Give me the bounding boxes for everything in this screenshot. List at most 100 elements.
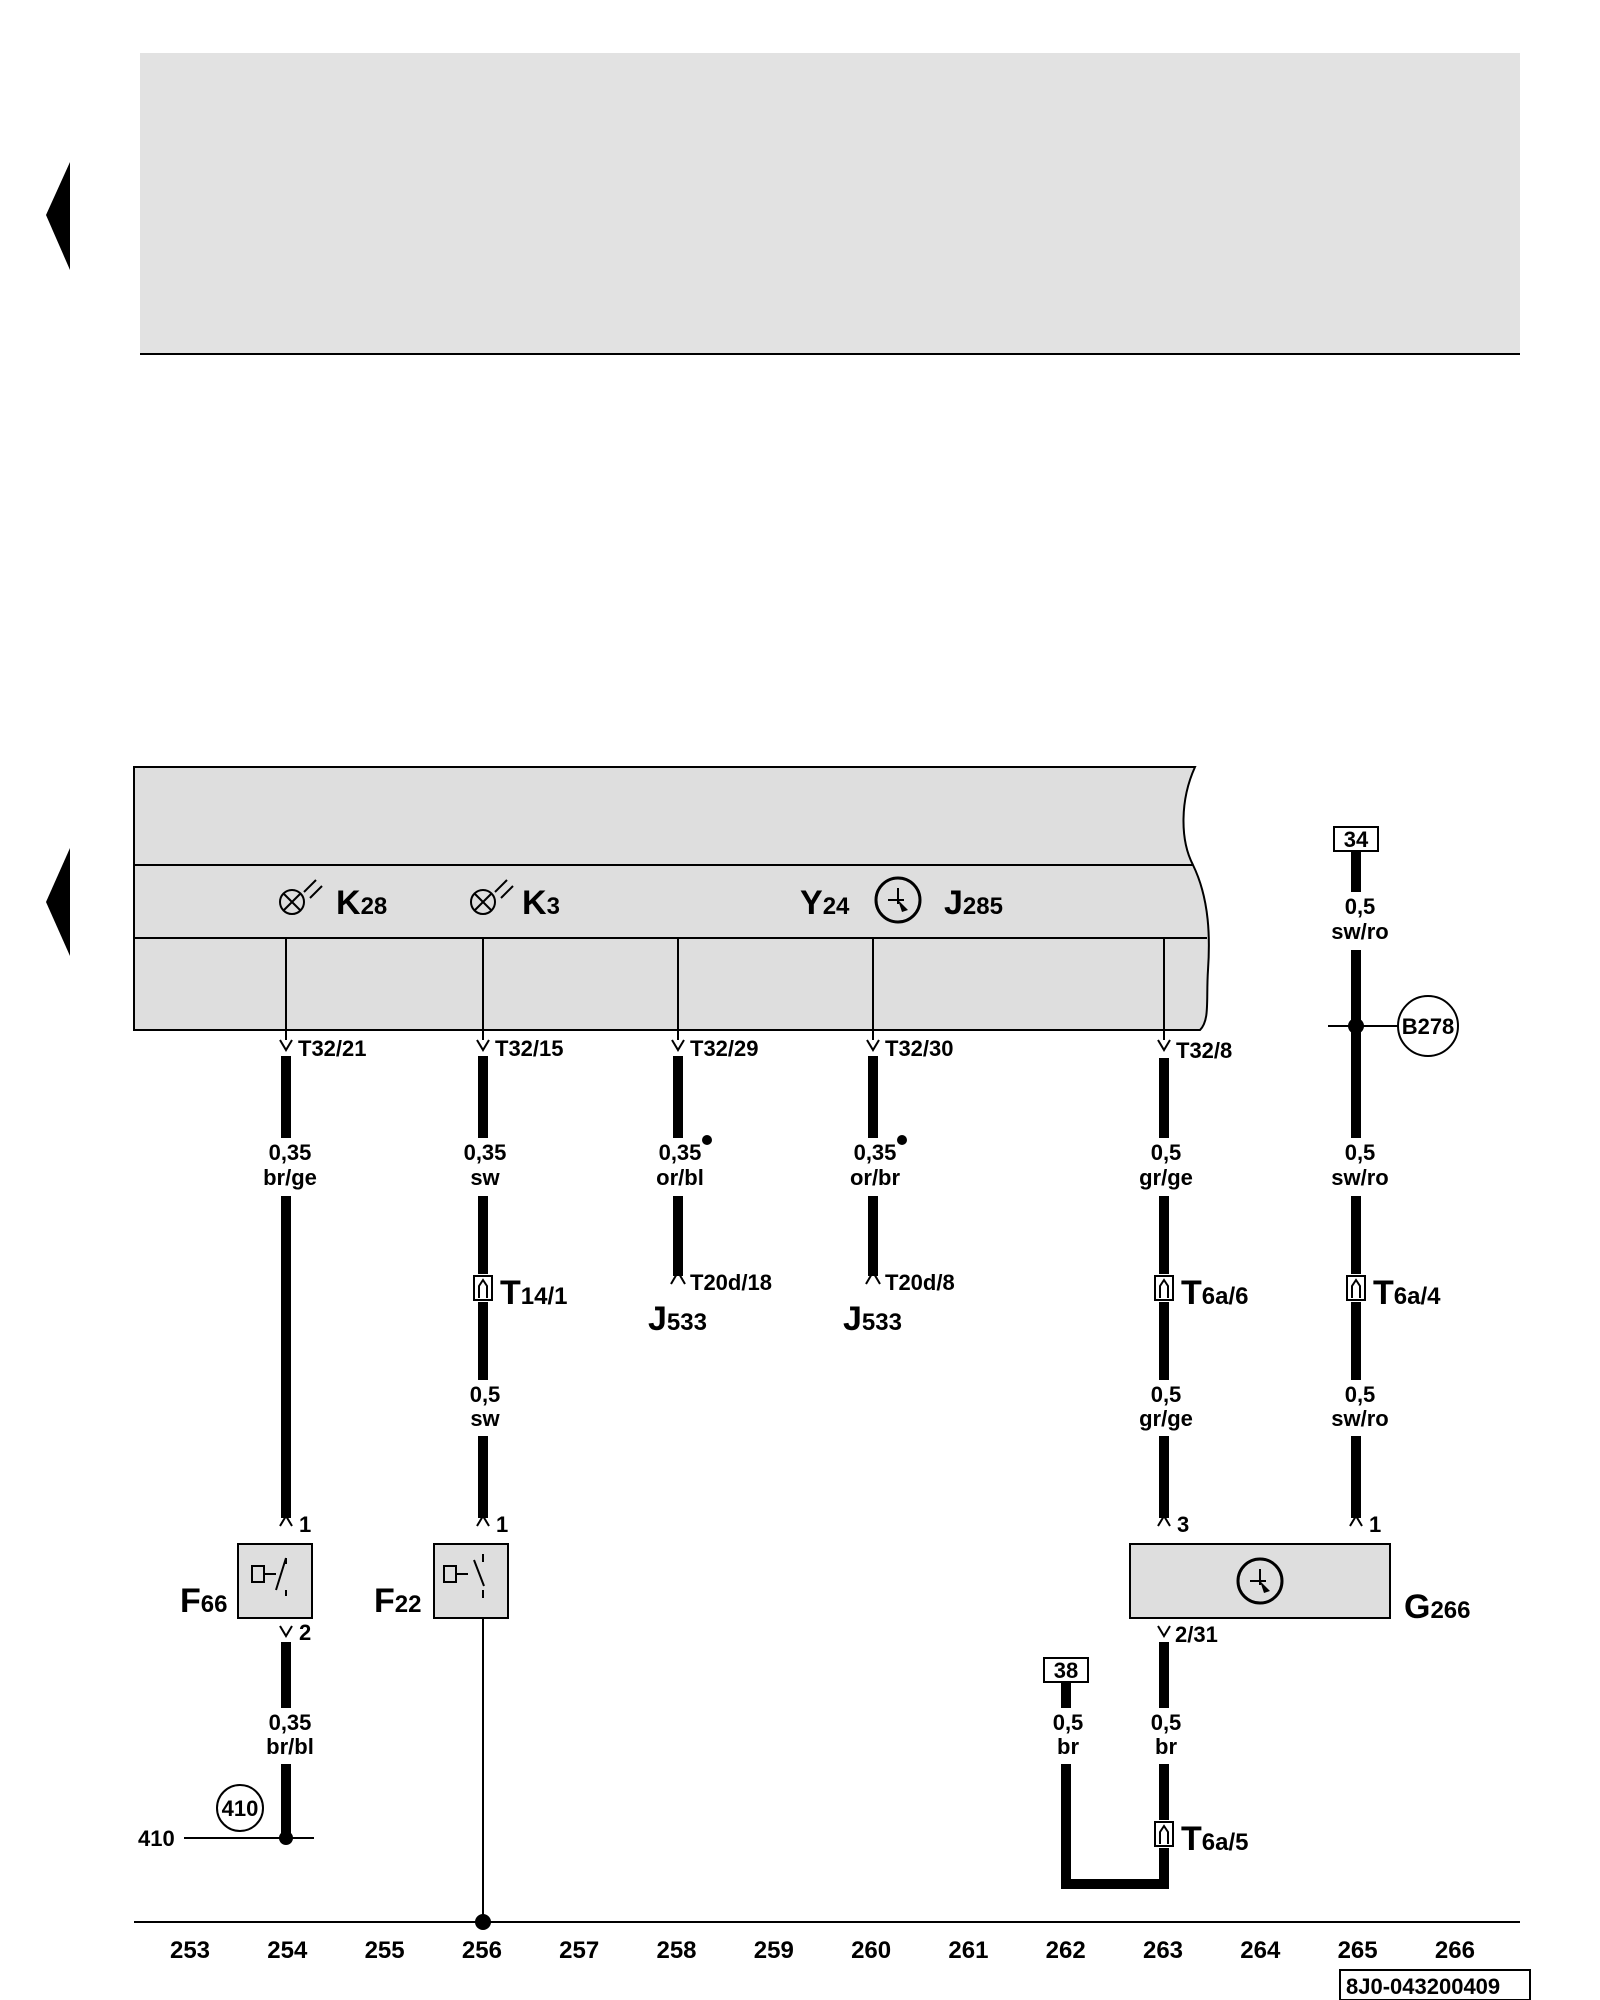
wire-color: sw/ro bbox=[1331, 919, 1388, 944]
wire-size: 0,5 bbox=[1151, 1140, 1182, 1165]
gauge-icon bbox=[1236, 1557, 1284, 1605]
column-number: 266 bbox=[1435, 1937, 1475, 1964]
connector-t32-21: T32/21 bbox=[298, 1036, 367, 1061]
g266-pin2-31: 2/31 bbox=[1175, 1622, 1218, 1647]
connector-arrow bbox=[1157, 1625, 1171, 1638]
column-number-row: 253 254 255 256 257 258 259 260 261 262 263 264 265 2… bbox=[170, 1937, 1475, 1964]
j533-label: J533 bbox=[648, 1300, 707, 1338]
wire-size: 0,35 bbox=[464, 1140, 507, 1165]
column-number: 258 bbox=[656, 1937, 696, 1964]
column-number: 257 bbox=[559, 1937, 599, 1964]
wire-color: br bbox=[1155, 1734, 1177, 1759]
document-id-box bbox=[1339, 1969, 1531, 2000]
connector-t32-15: T32/15 bbox=[495, 1036, 564, 1061]
ref-box-38-label: 38 bbox=[1054, 1658, 1078, 1683]
connector-arrow bbox=[279, 1625, 293, 1638]
wire-color: br bbox=[1057, 1734, 1079, 1759]
wire-color: sw/ro bbox=[1331, 1165, 1388, 1190]
column-number: 255 bbox=[365, 1937, 405, 1964]
k3-label: K3 bbox=[522, 884, 560, 922]
wire-size: 0,5 bbox=[1151, 1710, 1182, 1735]
column-number: 254 bbox=[267, 1937, 308, 1964]
column-number: 253 bbox=[170, 1937, 210, 1964]
nav-left-arrow-icon[interactable] bbox=[46, 848, 70, 956]
ground-point-icon bbox=[279, 1831, 293, 1845]
j533-label: J533 bbox=[843, 1300, 902, 1338]
wire-color: or/bl bbox=[656, 1165, 704, 1190]
column-number: 262 bbox=[1046, 1937, 1086, 1964]
connector-t14-1-pin bbox=[478, 1278, 488, 1298]
wire-size: 0,5 bbox=[1053, 1710, 1084, 1735]
ref-circle-b278 bbox=[1397, 995, 1459, 1057]
nav-left-arrow-icon[interactable] bbox=[46, 162, 70, 270]
k28-label: K28 bbox=[336, 884, 387, 922]
g266-pin1: 1 bbox=[1369, 1512, 1381, 1537]
column-number: 264 bbox=[1240, 1937, 1281, 1964]
wire-size: 0,35 bbox=[854, 1140, 897, 1165]
connector-arrow bbox=[1349, 1514, 1363, 1527]
ref-circle-b278-label: B278 bbox=[1402, 1014, 1455, 1039]
wire-size: 0,35 bbox=[269, 1710, 312, 1735]
column-number: 263 bbox=[1143, 1937, 1183, 1964]
wire-size: 0,5 bbox=[1345, 1140, 1376, 1165]
f66-pin1: 1 bbox=[299, 1512, 311, 1537]
f66-label: F66 bbox=[180, 1582, 227, 1620]
connector-t6a-5-pin bbox=[1159, 1824, 1169, 1844]
y24-label: Y24 bbox=[800, 884, 850, 922]
warning-lamp-icon bbox=[470, 879, 514, 915]
connector-arrow bbox=[279, 1514, 293, 1527]
g266-pin3: 3 bbox=[1177, 1512, 1189, 1537]
connector-t20d-8: T20d/8 bbox=[885, 1270, 955, 1295]
j285-label: J285 bbox=[944, 884, 1003, 922]
connector-arrow bbox=[670, 1270, 686, 1285]
ref-circle-410-label: 410 bbox=[222, 1796, 259, 1821]
switch-icon bbox=[251, 1557, 287, 1596]
connector-t14-1: T14/1 bbox=[500, 1274, 568, 1312]
document-id: 8J0-043200409 bbox=[1346, 1974, 1500, 1999]
connector-t6a-4: T6a/4 bbox=[1373, 1274, 1441, 1312]
column-number: 261 bbox=[948, 1937, 988, 1964]
wire-color: sw bbox=[470, 1165, 500, 1190]
wire-color: gr/ge bbox=[1139, 1165, 1193, 1190]
connector-t6a-6-pin bbox=[1159, 1278, 1169, 1298]
switch-icon bbox=[443, 1554, 485, 1598]
column-number: 260 bbox=[851, 1937, 891, 1964]
column-number: 259 bbox=[754, 1937, 794, 1964]
wire-color: or/br bbox=[850, 1165, 901, 1190]
f22-label: F22 bbox=[374, 1582, 421, 1620]
column-number: 256 bbox=[462, 1937, 502, 1964]
wire-size: 0,35 bbox=[269, 1140, 312, 1165]
ref-label-410: 410 bbox=[138, 1826, 175, 1851]
header-panel bbox=[140, 53, 1520, 354]
wire-marker-dot bbox=[897, 1135, 907, 1145]
f22-pin1: 1 bbox=[496, 1512, 508, 1537]
wire-color: br/ge bbox=[263, 1165, 317, 1190]
wire-size: 0,5 bbox=[1345, 1382, 1376, 1407]
wire-marker-dot bbox=[702, 1135, 712, 1145]
connector-arrow bbox=[1157, 1514, 1171, 1527]
connector-t32-29: T32/29 bbox=[690, 1036, 759, 1061]
ref-box-34-label: 34 bbox=[1344, 827, 1369, 852]
f66-switch-box bbox=[237, 1543, 313, 1619]
connector-t6a-4-pin bbox=[1351, 1278, 1361, 1298]
wire-size: 0,35 bbox=[659, 1140, 702, 1165]
wire-size: 0,5 bbox=[470, 1382, 501, 1407]
ref-circle-410 bbox=[216, 1784, 264, 1832]
connector-arrow bbox=[476, 1514, 490, 1527]
connector-arrow bbox=[279, 1039, 1171, 1052]
wire-color: gr/ge bbox=[1139, 1406, 1193, 1431]
wire-color: br/bl bbox=[266, 1734, 314, 1759]
column-number: 265 bbox=[1338, 1937, 1378, 1964]
connector-arrow bbox=[865, 1270, 881, 1285]
gauge-icon bbox=[874, 876, 922, 924]
connector-t32-8: T32/8 bbox=[1176, 1038, 1232, 1063]
warning-lamp-icon bbox=[279, 879, 323, 915]
wire-color: sw bbox=[470, 1406, 500, 1431]
wire-262-loop bbox=[1061, 1764, 1169, 1889]
f66-pin2: 2 bbox=[299, 1620, 311, 1645]
connector-t20d-18: T20d/18 bbox=[690, 1270, 772, 1295]
wire-size: 0,5 bbox=[1151, 1382, 1182, 1407]
connector-t32-30: T32/30 bbox=[885, 1036, 954, 1061]
g266-label: G266 bbox=[1404, 1588, 1471, 1626]
